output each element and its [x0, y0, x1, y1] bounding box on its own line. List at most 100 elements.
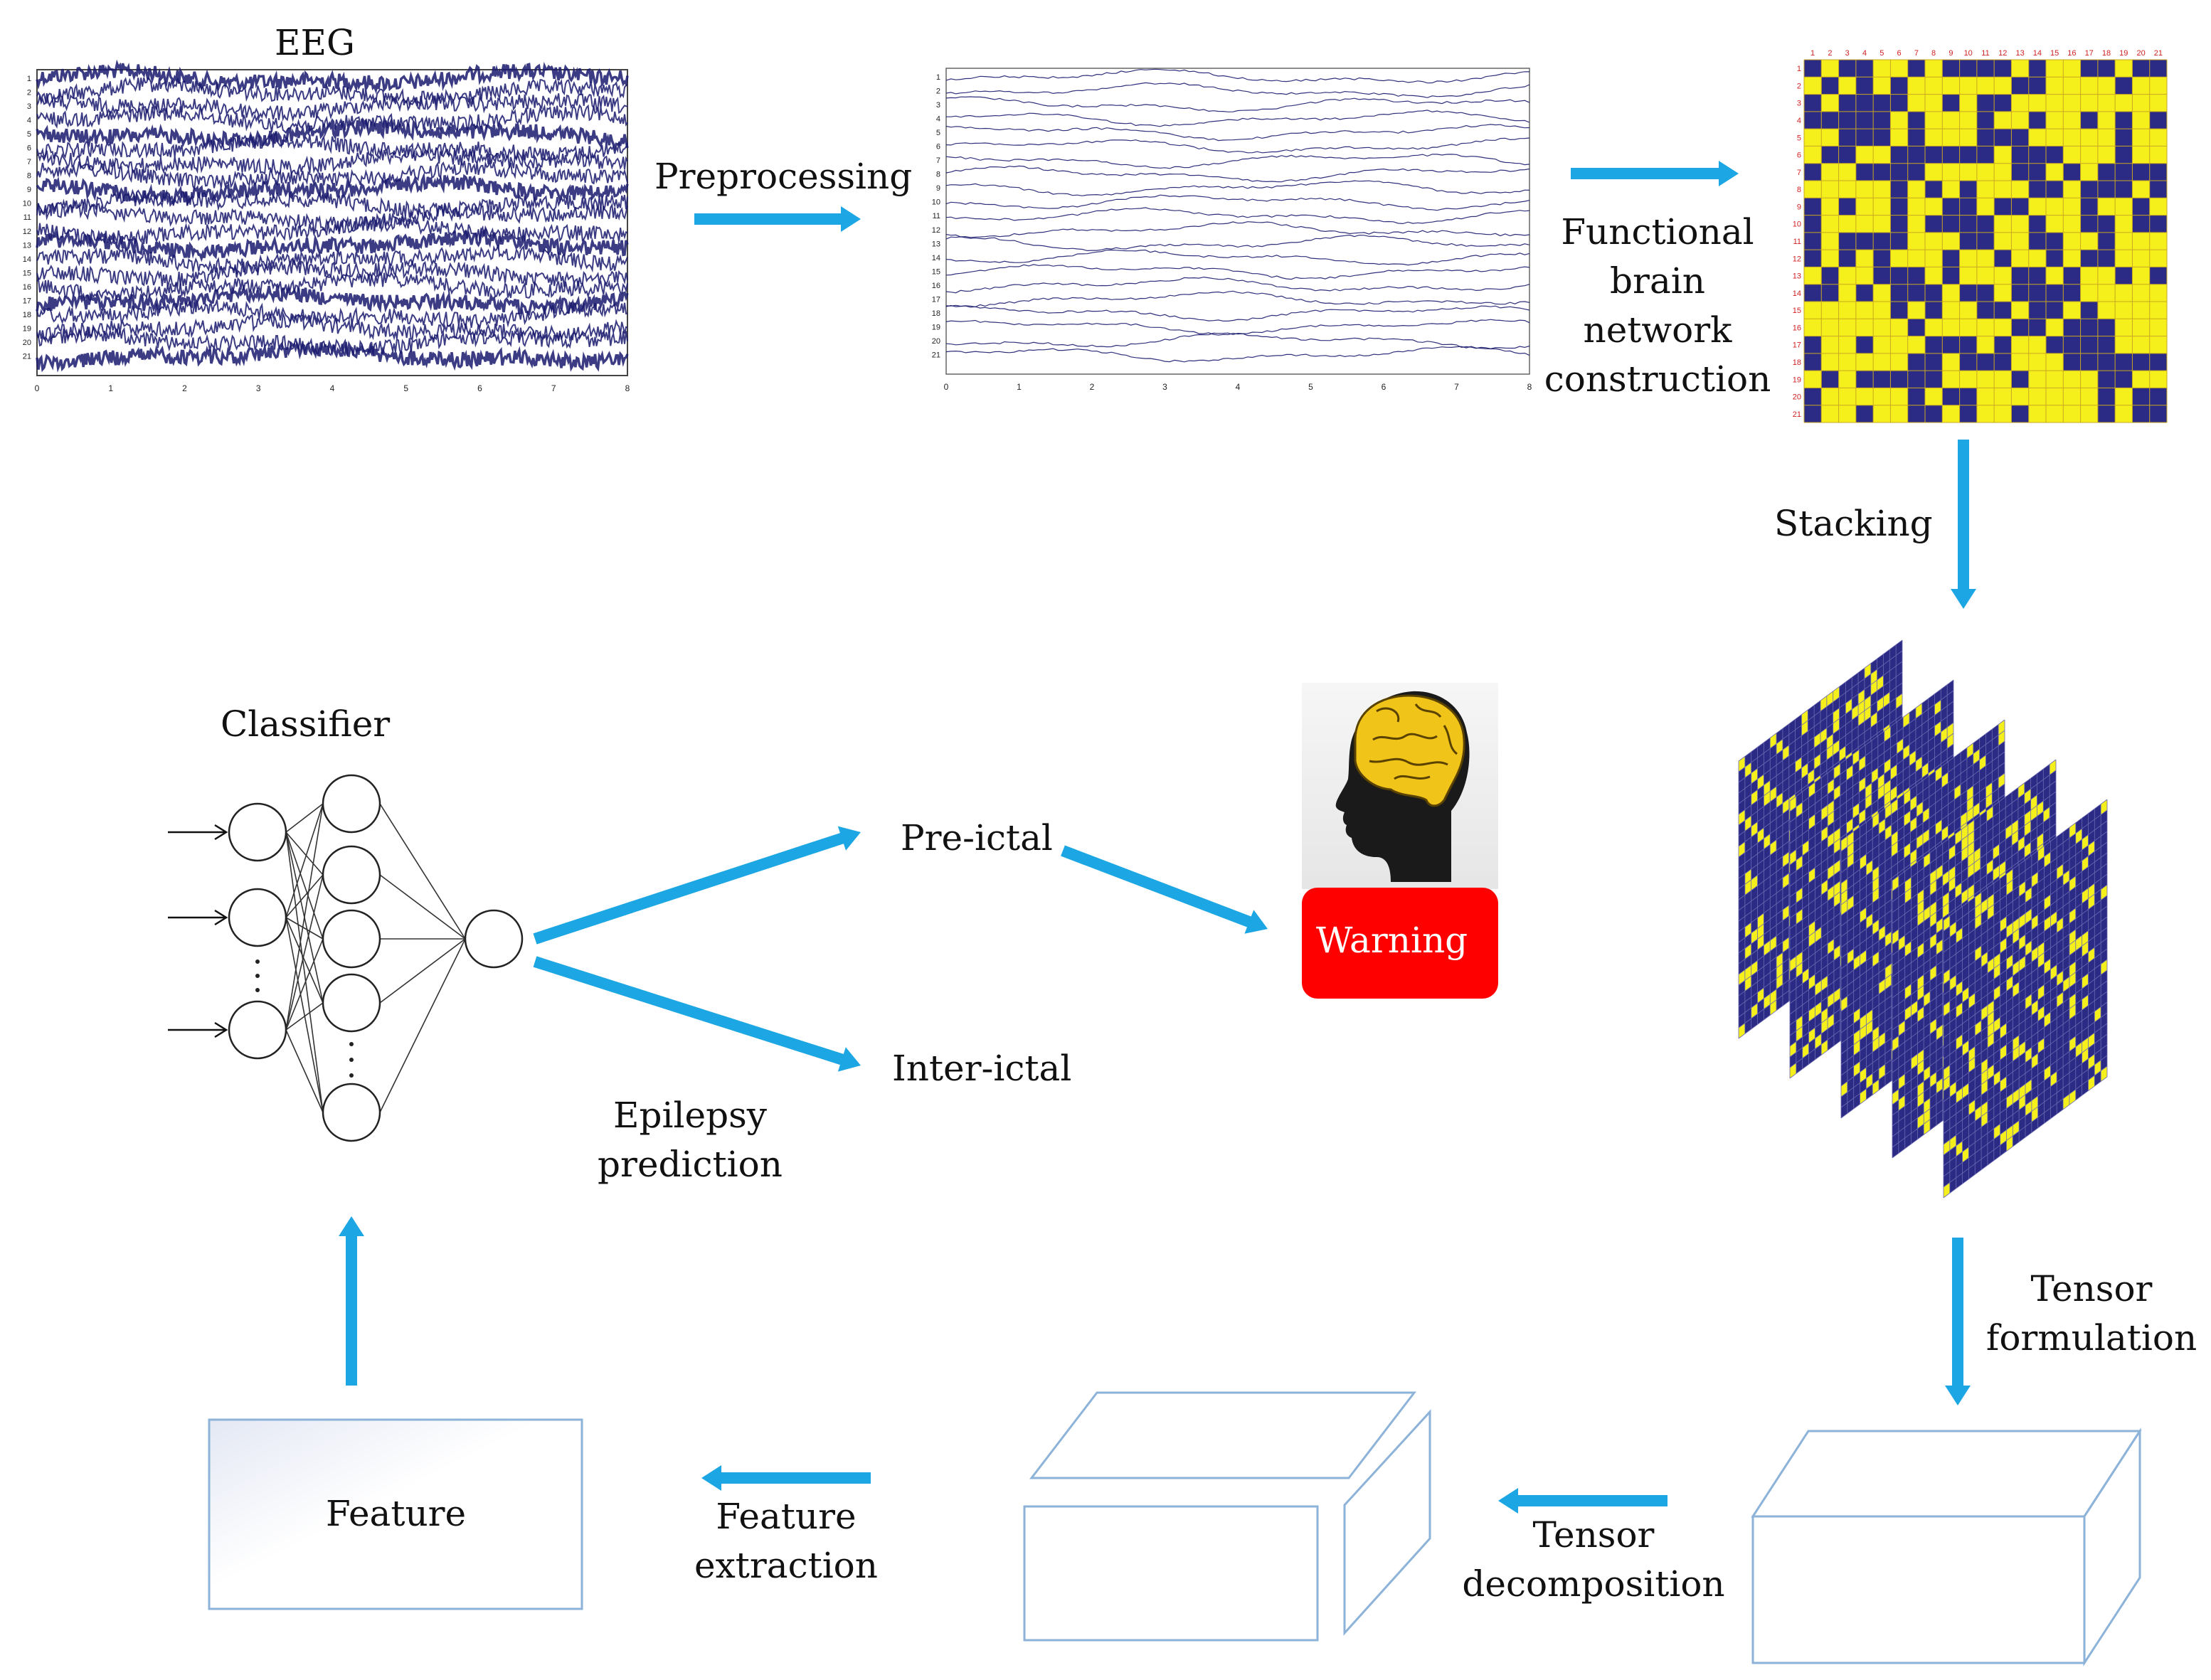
matrix-cell	[1873, 267, 1891, 285]
matrix-cell	[1855, 336, 1874, 353]
matrix-cell	[1855, 371, 1874, 388]
nn-node	[464, 909, 524, 969]
matrix-row-label: 17	[1793, 341, 1801, 350]
eeg-trace	[36, 159, 628, 191]
matrix-cell	[1873, 129, 1891, 147]
matrix-cell	[1890, 198, 1908, 216]
matrix-cell	[2080, 111, 2098, 129]
matrix-cell	[1907, 405, 1925, 422]
matrix-cell	[1890, 94, 1908, 112]
matrix-row-label: 18	[1793, 358, 1801, 367]
matrix-cell	[2080, 319, 2098, 336]
matrix-cell	[1855, 405, 1874, 422]
input-arrowhead	[214, 824, 228, 841]
matrix-col-label: 4	[1862, 49, 1867, 58]
matrix-cell	[1959, 405, 1977, 422]
eeg-trace	[36, 77, 628, 107]
matrix-cell	[1907, 163, 1925, 181]
channel-label: 5	[936, 129, 940, 137]
matrix-cell	[2132, 353, 2150, 371]
eeg-trace	[945, 194, 1530, 211]
channel-label: 14	[23, 255, 31, 264]
nn-edge	[379, 874, 466, 940]
channel-label: 20	[932, 337, 940, 346]
eeg-trace	[945, 304, 1530, 321]
matrix-cell	[1976, 129, 1995, 147]
nn-edge	[285, 803, 324, 833]
time-tick: 4	[330, 383, 335, 393]
warning-arrow	[1061, 845, 1268, 934]
matrix-cell	[1959, 336, 1977, 353]
matrix-row-label: 16	[1793, 324, 1801, 332]
matrix-row-label: 20	[1793, 393, 1801, 402]
matrix-cell	[1804, 284, 1822, 302]
time-tick: 6	[477, 383, 482, 393]
matrix-cell	[1959, 198, 1977, 216]
stacked-network-matrices	[1738, 639, 2108, 1198]
pre-ictal-arrow	[533, 826, 861, 945]
classifier-network	[168, 774, 524, 1142]
matrix-row-label: 15	[1793, 307, 1801, 315]
matrix-row-label: 1	[1797, 65, 1801, 73]
eeg-trace	[36, 338, 629, 373]
nn-edge	[285, 1002, 324, 1031]
matrix-col-label: 12	[1998, 49, 2007, 58]
matrix-cell	[1855, 129, 1874, 147]
matrix-row-label: 8	[1797, 186, 1801, 194]
eeg-trace	[945, 234, 1530, 252]
channel-label: 4	[27, 117, 31, 125]
matrix-cell	[1976, 302, 1995, 319]
channel-label: 15	[23, 269, 31, 277]
matrix-cell	[1994, 250, 2012, 267]
eeg-trace	[36, 147, 628, 176]
nn-edge	[379, 938, 466, 1113]
matrix-cell	[1976, 146, 1995, 164]
matrix-cell	[1994, 60, 2012, 78]
matrix-cell	[2028, 267, 2046, 285]
nn-ellipsis-dot	[349, 1073, 354, 1078]
matrix-cell	[1907, 129, 1925, 147]
matrix-cell	[1804, 111, 1822, 129]
stacking-label: Stacking	[1774, 503, 1933, 544]
matrix-cell	[1959, 284, 1977, 302]
eeg-trace	[945, 154, 1530, 169]
matrix-cell	[1942, 198, 1960, 216]
matrix-cell	[1873, 371, 1891, 388]
matrix-cell	[1821, 146, 1839, 164]
nn-edge	[285, 874, 324, 1031]
matrix-cell	[1821, 267, 1839, 285]
channel-label: 11	[23, 213, 31, 222]
matrix-cell	[2097, 215, 2116, 233]
matrix-cell	[1804, 60, 1822, 78]
eeg-trace	[36, 188, 628, 218]
eeg-title: EEG	[275, 22, 355, 63]
channel-label: 5	[27, 130, 31, 139]
matrix-row-label: 19	[1793, 376, 1801, 384]
eeg-trace	[36, 282, 629, 317]
time-tick: 4	[1236, 382, 1241, 392]
matrix-cell	[1838, 94, 1856, 112]
matrix-cell	[2028, 319, 2046, 336]
matrix-cell	[1804, 232, 1822, 250]
matrix-cell	[1976, 60, 1995, 78]
classifier-label: Classifier	[221, 703, 391, 745]
matrix-cell	[1873, 250, 1891, 267]
eeg-trace	[945, 137, 1530, 154]
nn-edge	[285, 874, 324, 918]
matrix-cell	[1907, 388, 1925, 405]
matrix-col-label: 2	[1828, 49, 1832, 58]
time-tick: 2	[182, 383, 187, 393]
matrix-cell	[2011, 77, 2029, 95]
matrix-cell	[1942, 267, 1960, 285]
matrix-cell	[2080, 181, 2098, 198]
matrix-cell	[1907, 353, 1925, 371]
matrix-cell	[1994, 336, 2012, 353]
time-tick: 6	[1382, 382, 1386, 392]
nn-node	[322, 845, 381, 905]
matrix-cell	[1907, 60, 1925, 78]
matrix-cell	[1994, 353, 2012, 371]
warning-text: Warning	[1316, 920, 1468, 961]
matrix-cell	[1959, 181, 1977, 198]
